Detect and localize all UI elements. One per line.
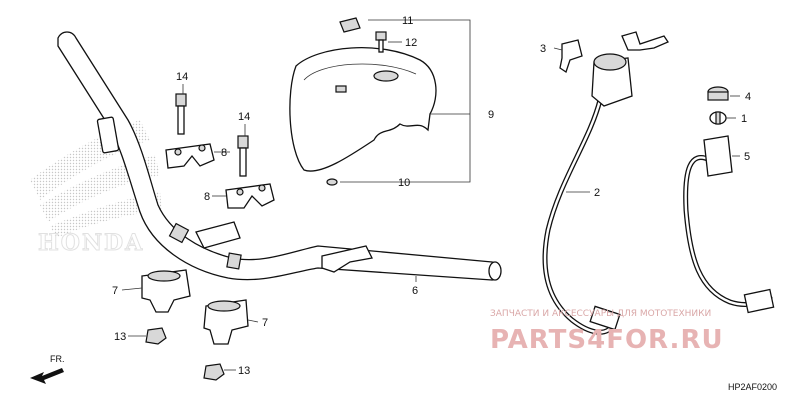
- handlebar-cover: [289, 47, 437, 172]
- handlebar-pipe: [57, 31, 502, 281]
- watermark: ЗАПЧАСТИ И АКСЕССУАРЫ ДЛЯ МОТОТЕХНИКИ PA…: [490, 309, 724, 355]
- callout-3: 3: [540, 43, 546, 55]
- callout-5: 5: [744, 151, 750, 163]
- callout-14: 14: [238, 111, 250, 123]
- callout-7: 7: [262, 317, 268, 329]
- switch-insert: [709, 111, 727, 125]
- watermark-caption: ЗАПЧАСТИ И АКСЕССУАРЫ ДЛЯ МОТОТЕХНИКИ: [490, 309, 711, 319]
- callout-9: 9: [488, 109, 494, 121]
- callout-7: 7: [112, 285, 118, 297]
- switch-cable-assembly: [683, 135, 775, 314]
- handlebar-upper-holder: [225, 183, 275, 209]
- callout-10: 10: [398, 177, 410, 189]
- handlebar-bolt: [237, 135, 249, 177]
- cover-screw: [375, 31, 387, 53]
- callout-8: 8: [221, 147, 227, 159]
- callout-2: 2: [594, 187, 600, 199]
- drawing-code: HP2AF0200: [728, 382, 777, 392]
- cover-cap: [339, 17, 361, 33]
- handlebar-upper-holder: [165, 143, 215, 169]
- watermark-brand: PARTS4FOR.RU: [490, 325, 724, 355]
- callout-6: 6: [412, 285, 418, 297]
- switch-cap: [707, 86, 729, 101]
- ignition-key-set: [559, 31, 669, 74]
- callout-13: 13: [238, 365, 250, 377]
- callout-13: 13: [114, 331, 126, 343]
- handlebar-lower-holder: [141, 269, 191, 313]
- ignition-switch-assembly: [542, 53, 633, 335]
- handlebar-bolt: [175, 93, 187, 135]
- flange-nut: [203, 363, 225, 381]
- honda-logo-text: HONDA: [38, 230, 144, 256]
- cover-collar: [326, 178, 338, 186]
- handlebar-lower-holder: [203, 299, 249, 345]
- flange-nut: [145, 327, 167, 345]
- callout-12: 12: [405, 37, 417, 49]
- front-direction-arrow: FR.: [30, 354, 65, 384]
- callout-14: 14: [176, 71, 188, 83]
- callout-11: 11: [402, 15, 413, 27]
- callout-8: 8: [204, 191, 210, 203]
- callout-1: 1: [741, 113, 747, 125]
- direction-label: FR.: [50, 354, 65, 364]
- callout-4: 4: [745, 91, 751, 103]
- group-bracket: [340, 19, 471, 183]
